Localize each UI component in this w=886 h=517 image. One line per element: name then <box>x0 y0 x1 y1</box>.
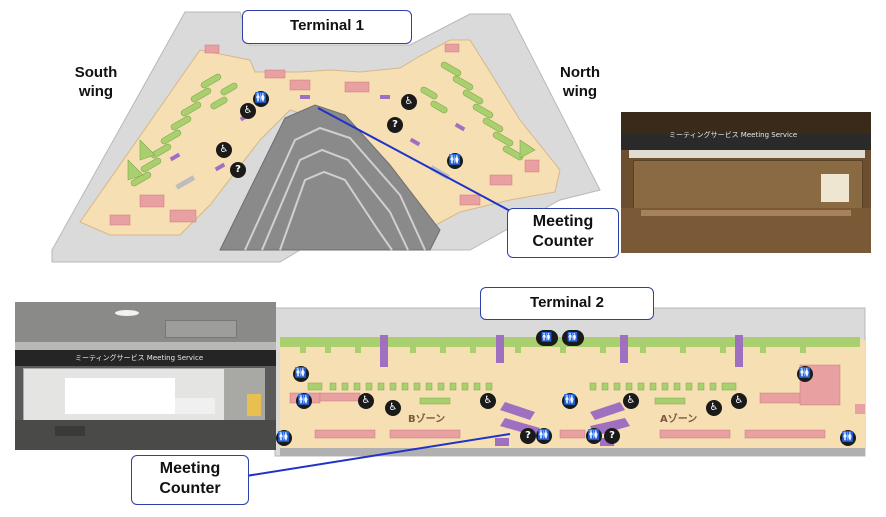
restroom-icon: 🚻 <box>840 430 856 446</box>
info-icon: ? <box>387 117 403 133</box>
restroom-icon: 🚻 <box>447 153 463 169</box>
accessible-icon: ♿ <box>358 393 374 409</box>
accessible-icon: ♿ <box>623 393 639 409</box>
terminal1-meeting-counter-label: Meeting Counter <box>507 208 619 258</box>
restroom-icon: 🚻 <box>296 393 312 409</box>
terminal1-photo-sign: ミーティングサービス Meeting Service <box>669 131 798 139</box>
restroom-icon: 🚻 <box>562 393 578 409</box>
restroom-icon: 🚻 <box>536 330 558 346</box>
restroom-icon: 🚻 <box>562 330 584 346</box>
restroom-icon: 🚻 <box>293 366 309 382</box>
terminal1-pointer-line <box>317 107 513 213</box>
terminal2-meeting-counter-label: Meeting Counter <box>131 455 249 505</box>
zone-b-label: Bゾーン <box>408 414 446 425</box>
info-icon: ? <box>604 428 620 444</box>
terminal1-escalators <box>169 95 466 172</box>
terminal1-title: Terminal 1 <box>242 10 412 44</box>
accessible-icon: ♿ <box>401 94 417 110</box>
restroom-icon: 🚻 <box>797 366 813 382</box>
accessible-icon: ♿ <box>240 103 256 119</box>
accessible-icon: ♿ <box>706 400 722 416</box>
terminal2-title: Terminal 2 <box>480 287 654 320</box>
zone-a-label: Aゾーン <box>660 414 698 425</box>
south-wing-gates <box>127 73 238 187</box>
restroom-icon: 🚻 <box>586 428 602 444</box>
terminal2-photo-sign: ミーティングサービス Meeting Service <box>75 354 204 362</box>
info-icon: ? <box>520 428 536 444</box>
accessible-icon: ♿ <box>480 393 496 409</box>
terminal2-pointer-line <box>245 433 511 477</box>
restroom-icon: 🚻 <box>253 91 269 107</box>
terminal2-counter-photo: ミーティングサービス Meeting Service <box>15 302 276 450</box>
accessible-icon: ♿ <box>731 393 747 409</box>
terminal1-counter-photo: ミーティングサービス Meeting Service <box>621 112 871 253</box>
south-wing-label: South wing <box>74 64 118 100</box>
accessible-icon: ♿ <box>385 400 401 416</box>
north-wing-gates <box>420 61 536 161</box>
restroom-icon: 🚻 <box>536 428 552 444</box>
terminal1-shops <box>109 43 540 226</box>
north-wing-label: North wing <box>560 64 600 100</box>
restroom-icon: 🚻 <box>276 430 292 446</box>
info-icon: ? <box>230 162 246 178</box>
accessible-icon: ♿ <box>216 142 232 158</box>
